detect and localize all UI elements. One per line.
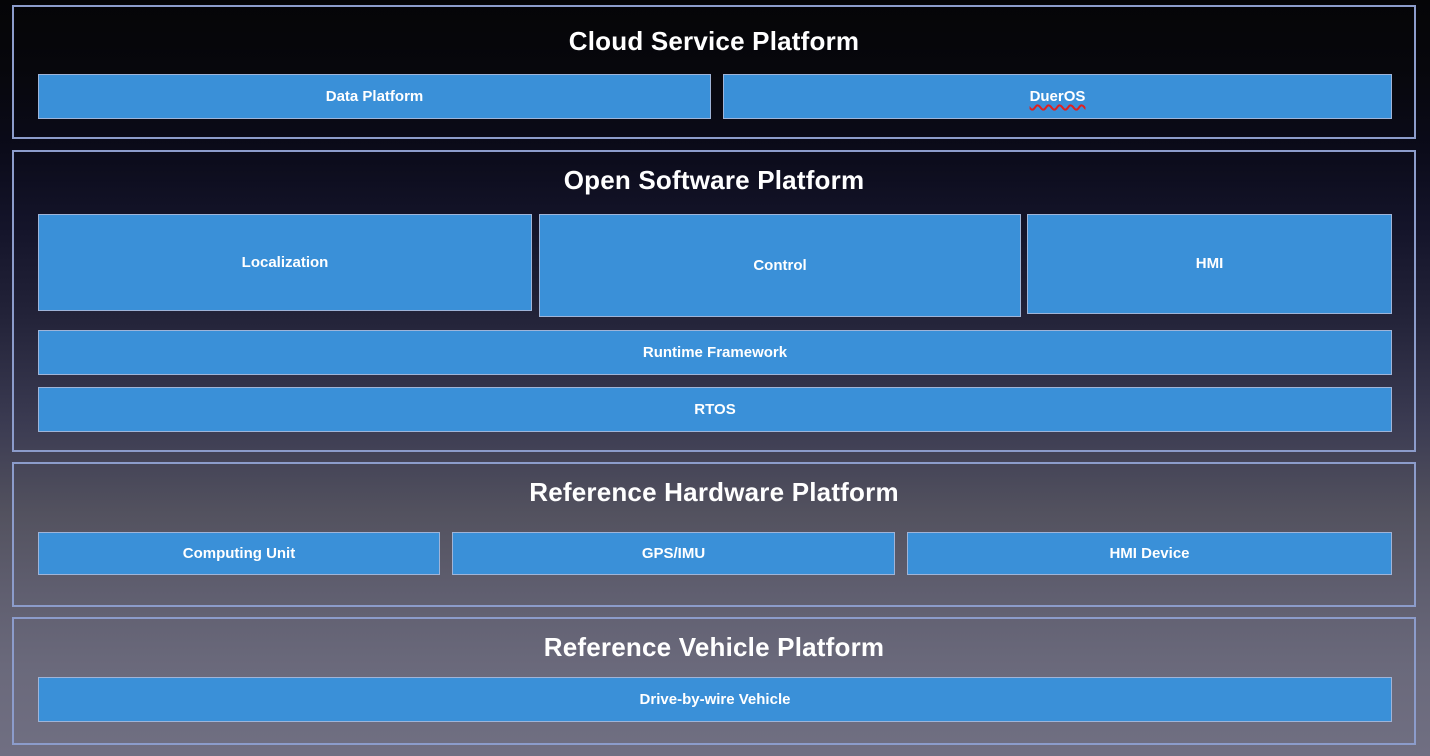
box-dueros[interactable]: DuerOS: [723, 74, 1392, 119]
box-drive-by-wire-vehicle[interactable]: Drive-by-wire Vehicle: [38, 677, 1392, 722]
box-data-platform[interactable]: Data Platform: [38, 74, 711, 119]
box-label-computing-unit: Computing Unit: [182, 544, 296, 562]
box-computing-unit[interactable]: Computing Unit: [38, 532, 440, 575]
layer-open-software-platform: Open Software Platform Localization Cont…: [12, 150, 1416, 452]
box-localization[interactable]: Localization: [38, 214, 532, 311]
box-runtime-framework[interactable]: Runtime Framework: [38, 330, 1392, 375]
box-label-rtos: RTOS: [694, 400, 736, 418]
box-label-hmi-device: HMI Device: [1109, 544, 1190, 562]
box-label-control: Control: [753, 256, 807, 274]
box-rtos[interactable]: RTOS: [38, 387, 1392, 432]
layer-reference-hardware-platform: Reference Hardware Platform Computing Un…: [12, 462, 1416, 607]
layer-title-reference-vehicle-platform: Reference Vehicle Platform: [543, 632, 885, 662]
layer-cloud-service-platform: Cloud Service Platform Data Platform Due…: [12, 5, 1416, 139]
box-label-data-platform: Data Platform: [325, 87, 424, 105]
layer-title-open-software-platform: Open Software Platform: [563, 165, 865, 195]
layer-title-cloud-service-platform: Cloud Service Platform: [568, 26, 860, 56]
box-gps-imu[interactable]: GPS/IMU: [452, 532, 895, 575]
box-label-gps-imu: GPS/IMU: [641, 544, 706, 562]
box-label-localization: Localization: [241, 253, 329, 271]
box-control[interactable]: Control: [539, 214, 1021, 317]
layer-title-reference-hardware-platform: Reference Hardware Platform: [529, 477, 899, 507]
box-hmi[interactable]: HMI: [1027, 214, 1392, 314]
layer-reference-vehicle-platform: Reference Vehicle Platform Drive-by-wire…: [12, 617, 1416, 745]
box-label-hmi: HMI: [1195, 255, 1224, 273]
box-label-drive-by-wire-vehicle: Drive-by-wire Vehicle: [639, 690, 791, 708]
box-label-dueros: DuerOS: [1029, 87, 1086, 105]
box-hmi-device[interactable]: HMI Device: [907, 532, 1392, 575]
box-label-runtime-framework: Runtime Framework: [642, 343, 788, 361]
